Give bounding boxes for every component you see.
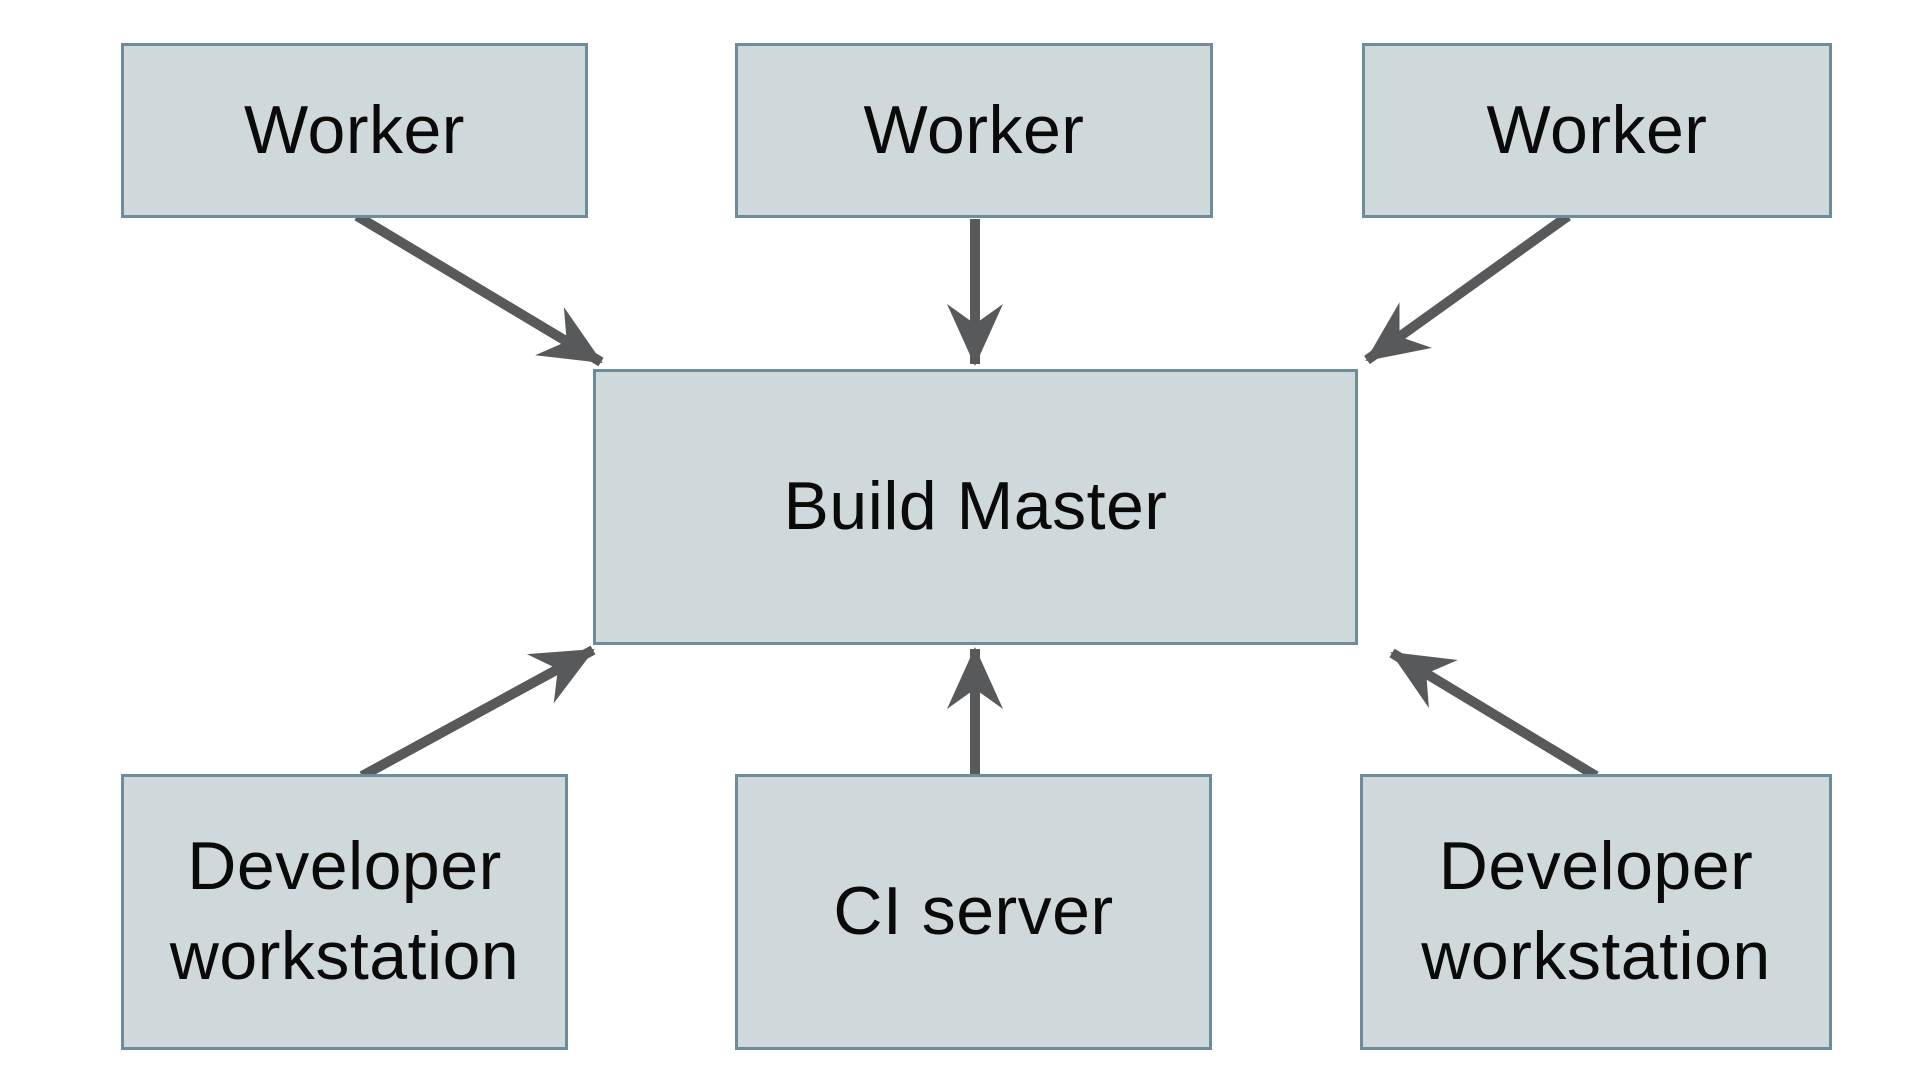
node-developer-workstation-right-label: Developer workstation (1421, 828, 1771, 994)
arrow-dev-right-to-build-master (1389, 648, 1599, 781)
node-developer-workstation-left: Developer workstation (121, 774, 568, 1050)
node-ci-server-label: CI server (833, 873, 1114, 950)
node-worker-right-label: Worker (1486, 91, 1708, 168)
node-worker-left-label: Worker (244, 91, 465, 168)
arrow-dev-left-to-build-master (359, 645, 596, 781)
node-worker-center: Worker (735, 43, 1213, 218)
node-worker-center-label: Worker (863, 91, 1085, 168)
node-worker-right: Worker (1362, 43, 1832, 218)
node-build-master-label: Build Master (783, 468, 1168, 545)
node-worker-left: Worker (121, 43, 588, 218)
arrow-worker-left-to-build-master (354, 211, 604, 367)
node-build-master: Build Master (593, 369, 1358, 645)
node-developer-workstation-right: Developer workstation (1360, 774, 1832, 1050)
arrow-worker-right-to-build-master (1364, 211, 1571, 365)
node-developer-workstation-left-label: Developer workstation (169, 828, 520, 994)
node-ci-server: CI server (735, 774, 1212, 1050)
